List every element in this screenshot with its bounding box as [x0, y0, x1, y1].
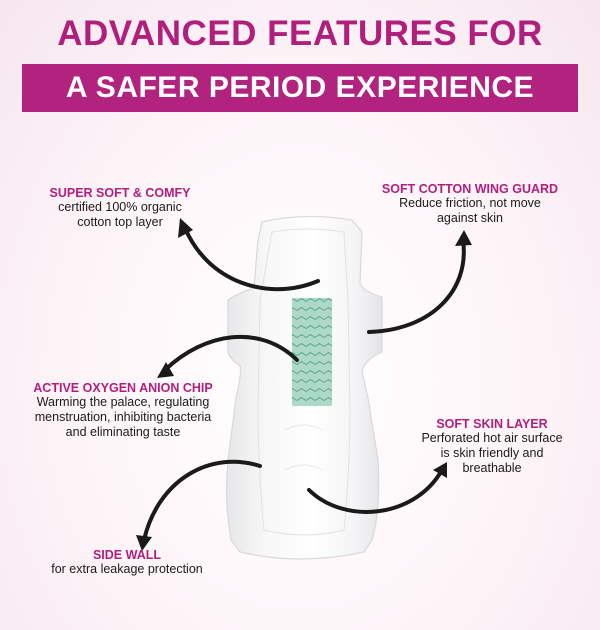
feature-title: SOFT COTTON WING GUARD	[381, 182, 559, 196]
arrow-side-wall	[142, 459, 262, 542]
feature-title: SOFT SKIN LAYER	[436, 417, 548, 431]
subheadline: A SAFER PERIOD EXPERIENCE	[65, 71, 535, 104]
feature-desc-line: Reduce friction, not move	[399, 196, 541, 210]
arrow-wing-guard	[367, 238, 466, 334]
feature-side-wall: SIDE WALL for extra leakage protection	[14, 548, 240, 577]
feature-title: SIDE WALL	[92, 548, 162, 562]
feature-desc-line: cotton top layer	[77, 215, 163, 229]
feature-anion-chip: ACTIVE OXYGEN ANION CHIP Warming the pal…	[12, 381, 234, 440]
feature-desc-line: menstruation, inhibiting bacteria	[34, 410, 212, 424]
arrowhead-wing-guard	[455, 230, 472, 246]
feature-desc-line: certified 100% organic	[58, 200, 182, 214]
feature-desc-line: and eliminating taste	[65, 425, 181, 439]
feature-wing-guard: SOFT COTTON WING GUARD Reduce friction, …	[365, 182, 575, 226]
arrowhead-soft-comfy	[178, 218, 193, 238]
arrowhead-anion-chip	[157, 362, 174, 378]
feature-title: ACTIVE OXYGEN ANION CHIP	[33, 381, 213, 395]
subheadline-banner: A SAFER PERIOD EXPERIENCE	[22, 64, 578, 112]
anion-chip-pattern	[292, 298, 332, 406]
feature-super-soft: SUPER SOFT & COMFY certified 100% organi…	[30, 186, 210, 230]
feature-desc-line: against skin	[436, 211, 503, 225]
pad-inner-channel	[257, 228, 351, 536]
arrow-soft-comfy	[183, 226, 320, 292]
feature-title: SUPER SOFT & COMFY	[49, 186, 191, 200]
arrowhead-side-wall	[136, 535, 152, 551]
feature-desc-line: Warming the palace, regulating	[36, 395, 210, 409]
feature-desc-line: for extra leakage protection	[51, 562, 203, 576]
arrowhead-soft-skin	[433, 462, 447, 478]
feature-desc-line: is skin friendly and	[440, 446, 544, 460]
pad-embossing	[284, 424, 323, 471]
feature-soft-skin: SOFT SKIN LAYER Perforated hot air surfa…	[400, 417, 584, 476]
feature-desc-line: Perforated hot air surface	[421, 431, 563, 445]
feature-desc-line: breathable	[462, 461, 522, 475]
headline: ADVANCED FEATURES FOR	[57, 14, 543, 53]
arrow-soft-skin	[307, 468, 444, 514]
arrow-anion-chip	[163, 334, 299, 372]
